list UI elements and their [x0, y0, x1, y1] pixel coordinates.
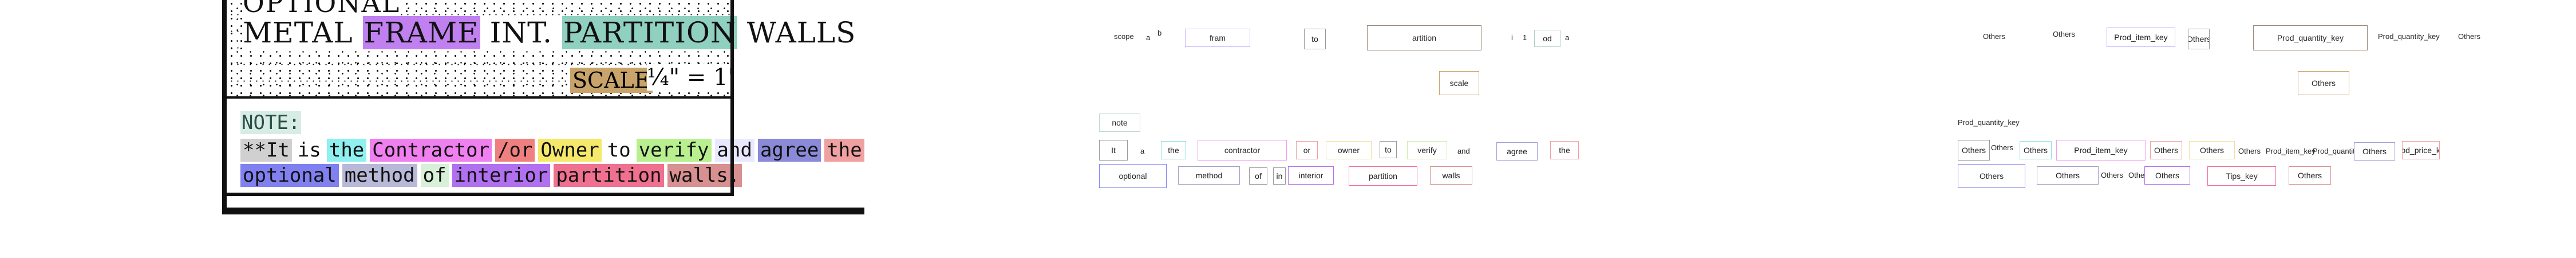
title-word-walls: WALLS	[746, 16, 856, 49]
note-word: /or	[495, 139, 535, 162]
ocr-box: It	[1099, 140, 1128, 161]
entity-label: Others	[1991, 143, 2014, 152]
entity-label: Others	[2053, 30, 2076, 38]
entity-box: Others	[2144, 166, 2190, 185]
title-word-frame: FRAME	[362, 16, 480, 49]
ocr-box: verify	[1407, 141, 1447, 159]
ocr-token: a	[1565, 33, 1570, 42]
entity-box: Others	[2188, 29, 2210, 49]
ocr-box: note	[1099, 114, 1140, 132]
entity-box: Others	[2289, 166, 2331, 185]
entity-box: Others	[2020, 141, 2052, 159]
ocr-box: to	[1304, 29, 1326, 49]
note-word: partition	[554, 164, 664, 187]
note-word: of	[420, 164, 449, 187]
scale-label: SCALE	[570, 68, 653, 93]
ocr-box: scale	[1439, 71, 1479, 95]
note-word: method	[342, 164, 417, 187]
entity-box: Others	[1958, 164, 2025, 188]
frame-bottom-border	[227, 193, 734, 196]
ocr-box: artition	[1367, 25, 1481, 50]
ocr-box: partition	[1349, 166, 1417, 186]
ocr-box: owner	[1326, 141, 1372, 159]
ocr-token: b	[1157, 29, 1162, 37]
scale-value: ¼" = 1'	[647, 64, 734, 91]
sheet-bottom-border	[222, 208, 864, 214]
ocr-token: and	[1457, 147, 1470, 155]
ocr-token: a	[1146, 33, 1151, 42]
note-word: Contractor	[370, 139, 492, 162]
title-word-partition: PARTITION	[562, 16, 737, 49]
note-word: optional	[240, 164, 339, 187]
ocr-box: optional	[1099, 164, 1167, 188]
title-word-metal: METAL	[243, 16, 353, 49]
ocr-token: a	[1140, 147, 1145, 155]
note-word: verify	[636, 139, 712, 162]
ocr-box: walls	[1430, 166, 1472, 185]
entity-label: Others	[2101, 171, 2124, 179]
ocr-token: scope	[1114, 32, 1134, 41]
entity-box: Others	[2189, 141, 2235, 159]
entity-box: Tips_key	[2207, 166, 2276, 186]
title-rule	[227, 96, 730, 99]
note-word: interior	[452, 164, 551, 187]
note-word: to	[607, 139, 631, 162]
ocr-box: agree	[1496, 142, 1538, 161]
entity-label: Others	[2458, 32, 2481, 41]
ocr-box: contractor	[1198, 140, 1287, 161]
entity-box: Others	[2354, 142, 2395, 161]
note-word: and	[714, 139, 754, 162]
note-word: the	[824, 139, 864, 162]
entity-box: Prod_price_key	[2402, 141, 2440, 159]
ocr-box: in	[1273, 167, 1286, 185]
entity-label: Prod_item_key	[2266, 147, 2316, 155]
note-word: is	[297, 139, 321, 162]
frame-right-border	[730, 0, 734, 193]
ocr-box: to	[1380, 141, 1397, 158]
entity-box: Others	[2298, 71, 2349, 95]
note-word: Owner	[538, 139, 602, 162]
title-word-int: INT.	[489, 16, 552, 49]
title-line-2: METAL FRAME INT. PARTITION WALLS	[243, 16, 856, 49]
note-label: NOTE:	[240, 111, 302, 134]
ocr-box: or	[1296, 141, 1318, 159]
ocr-box: fram	[1185, 29, 1250, 47]
ocr-box: interior	[1288, 166, 1334, 185]
entity-box: Prod_item_key	[2107, 28, 2175, 47]
note-word: agree	[757, 139, 821, 162]
title-line-1: OPTIONAL	[243, 0, 401, 18]
entity-label: Others	[2238, 147, 2261, 155]
entity-box: Others	[2037, 166, 2099, 185]
entity-label: Others	[1983, 32, 2006, 41]
ocr-box: the	[1161, 141, 1186, 159]
ocr-box: method	[1178, 166, 1240, 185]
ocr-token-panel: scope a b fram to artition i 1 od a scal…	[1088, 0, 1660, 258]
frame-left-border	[222, 0, 227, 213]
drawing-note-panel: OPTIONAL METAL FRAME INT. PARTITION WALL…	[0, 0, 864, 258]
entity-label: Prod_quantity_key	[2378, 32, 2440, 41]
ocr-token: i	[1511, 33, 1513, 42]
ocr-box: of	[1249, 167, 1267, 185]
ocr-box: the	[1550, 141, 1579, 159]
note-word: walls.	[667, 164, 742, 187]
entity-box: Prod_item_key	[2056, 140, 2146, 161]
entity-label: Prod_quantity_key	[1958, 118, 2020, 127]
note-word: the	[326, 139, 367, 162]
entity-box: Prod_quantity_key	[2253, 25, 2368, 50]
entity-label-panel: Others Others Prod_item_key Others Prod_…	[1946, 0, 2576, 258]
note-word: **It	[240, 139, 292, 162]
ocr-box: od	[1534, 30, 1560, 47]
ocr-token: 1	[1523, 33, 1527, 42]
entity-box: Others	[1958, 140, 1990, 161]
entity-box: Others	[2150, 141, 2182, 159]
